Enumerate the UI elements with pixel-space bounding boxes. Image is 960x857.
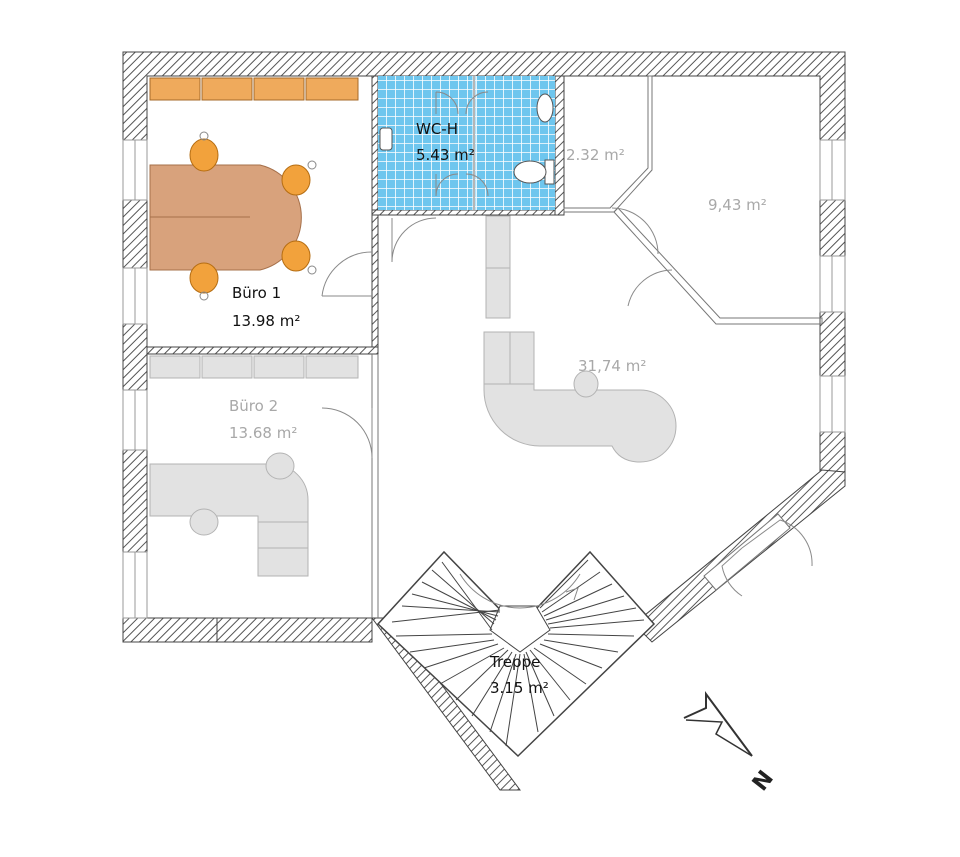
abstell-area: 2.32 m²	[566, 146, 625, 164]
urinal-icon	[536, 93, 554, 123]
wc-room	[378, 76, 555, 210]
room-labels: Büro 1 13.98 m² Büro 2 13.68 m² WC-H 5.4…	[229, 120, 767, 697]
buero1-name: Büro 1	[232, 284, 281, 302]
buero2-name: Büro 2	[229, 397, 278, 415]
flur-furniture	[391, 207, 677, 463]
buero2-area: 13.68 m²	[229, 424, 297, 442]
flur-area: 31,74 m²	[578, 357, 646, 375]
windows	[122, 139, 846, 619]
office-chair-icon	[265, 452, 295, 480]
wc-sink-icon	[379, 127, 393, 151]
office-chair-icon	[189, 508, 219, 536]
staircase	[376, 550, 656, 758]
treppe-area: 3.15 m²	[490, 679, 549, 697]
buero1-area: 13.98 m²	[232, 312, 300, 330]
compass-arrow-icon: N	[683, 690, 779, 796]
treppe-name: Treppe	[489, 653, 540, 671]
buero2-furniture	[149, 355, 373, 577]
office-chair-icon	[189, 131, 317, 301]
buero1-furniture	[149, 77, 373, 301]
entrance-door	[703, 513, 813, 597]
raum-ne-area: 9,43 m²	[708, 196, 767, 214]
toilet-bowl-icon	[513, 160, 547, 184]
wc-name: WC-H	[416, 120, 458, 138]
compass-label: N	[748, 766, 779, 796]
office-chair-icon	[573, 370, 599, 398]
wc-area: 5.43 m²	[416, 146, 475, 164]
